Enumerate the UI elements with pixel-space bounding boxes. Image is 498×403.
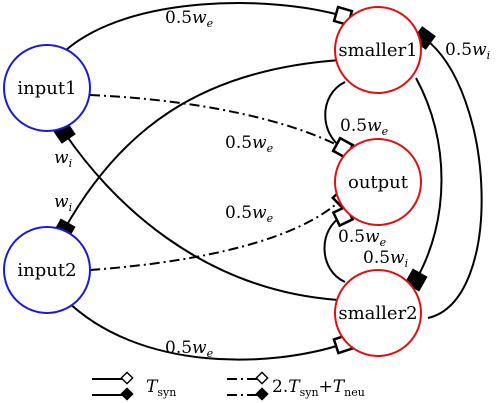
- node-label-smaller2: smaller2: [338, 303, 417, 324]
- node-output: [334, 138, 422, 226]
- node-input1: [3, 44, 91, 132]
- edge-input1-smaller1: [65, 2, 354, 51]
- edge-smaller1-output: [324, 81, 355, 160]
- edge-input2-output: [89, 186, 355, 271]
- node-label-input1: input1: [17, 78, 76, 99]
- edge-smaller2-input1: [52, 120, 339, 301]
- label-input2-output: 0.5we: [225, 203, 274, 225]
- node-label-smaller1: smaller1: [338, 40, 417, 61]
- legend-solid-symbol: [92, 371, 134, 401]
- label-input2-smaller2: 0.5we: [165, 338, 214, 360]
- legend-solid-label: Tsyn: [146, 377, 176, 399]
- legend: Tsyn 2.Tsyn+Tneu: [92, 371, 365, 401]
- edge-smaller1-input2: [52, 59, 341, 242]
- label-smaller1-input2: wi: [54, 192, 72, 214]
- edge-smaller1-smaller2: [404, 77, 443, 292]
- edge-input2-smaller2: [65, 299, 354, 361]
- label-smaller1-smaller2: 0.5wi: [363, 248, 408, 270]
- edge-smaller2-output: [323, 204, 355, 283]
- node-label-input2: input2: [17, 260, 76, 281]
- label-input1-smaller1: 0.5we: [165, 8, 214, 30]
- node-smaller2: [334, 269, 422, 357]
- label-smaller1-output: 0.5we: [340, 116, 389, 138]
- legend-dashdot-label: 2.Tsyn+Tneu: [272, 377, 365, 399]
- label-smaller2-smaller1: 0.5wi: [445, 40, 490, 62]
- label-input1-output: 0.5we: [225, 133, 274, 155]
- label-smaller2-input1: wi: [54, 148, 72, 170]
- node-input2: [3, 226, 91, 314]
- legend-dashdot-symbol: [227, 371, 269, 401]
- edge-input1-output: [89, 94, 355, 160]
- label-smaller2-output: 0.5we: [338, 227, 387, 249]
- node-label-output: output: [348, 172, 409, 193]
- node-smaller1: [334, 6, 422, 94]
- edge-smaller2-smaller1: [412, 26, 483, 319]
